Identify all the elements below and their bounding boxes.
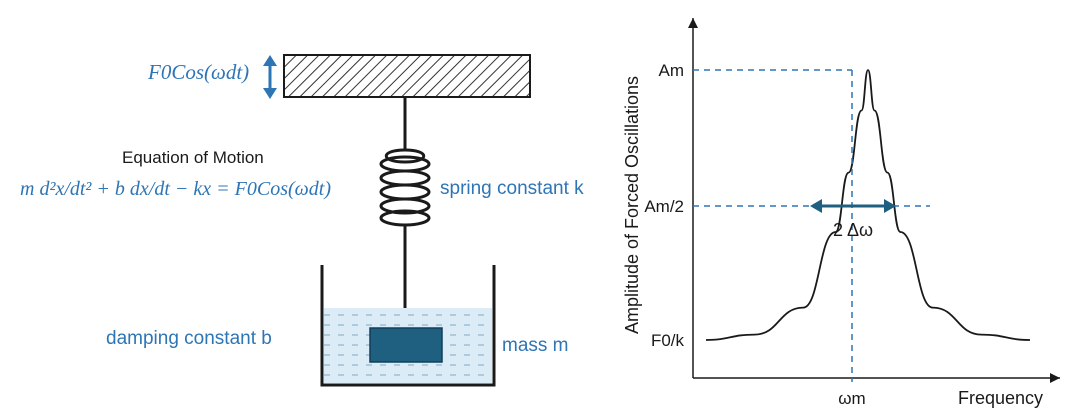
bandwidth-arrow-left-icon: [810, 199, 822, 213]
equation-of-motion: m d²x/dt² + b dx/dt − kx = F0Cos(ωdt): [20, 178, 331, 200]
ytick-label-base: F0/k: [651, 331, 685, 350]
mass-block: [369, 327, 443, 363]
drive-force-label: F0Cos(ωdt): [148, 60, 250, 84]
resonance-curve: [705, 69, 1031, 341]
equation-title: Equation of Motion: [122, 148, 264, 167]
ceiling-support: [283, 54, 531, 98]
ytick-label-half: Am/2: [644, 197, 684, 216]
spring-label: spring constant k: [440, 178, 584, 199]
spring: [379, 148, 431, 227]
container: [320, 265, 496, 387]
drive-arrow-icon: [263, 55, 277, 99]
mass-label: mass m: [502, 335, 569, 356]
damping-label: damping constant b: [106, 328, 272, 349]
bandwidth-arrow-right-icon: [884, 199, 896, 213]
x-axis-label: Frequency: [958, 388, 1043, 408]
x-axis-arrow-icon: [1050, 373, 1060, 383]
y-axis-label: Amplitude of Forced Oscillations: [622, 76, 642, 334]
y-axis-arrow-icon: [688, 18, 698, 28]
bandwidth-label: 2 Δω: [833, 220, 873, 240]
ytick-label-peak: Am: [659, 61, 685, 80]
xtick-label-resonance: ωm: [838, 389, 865, 408]
